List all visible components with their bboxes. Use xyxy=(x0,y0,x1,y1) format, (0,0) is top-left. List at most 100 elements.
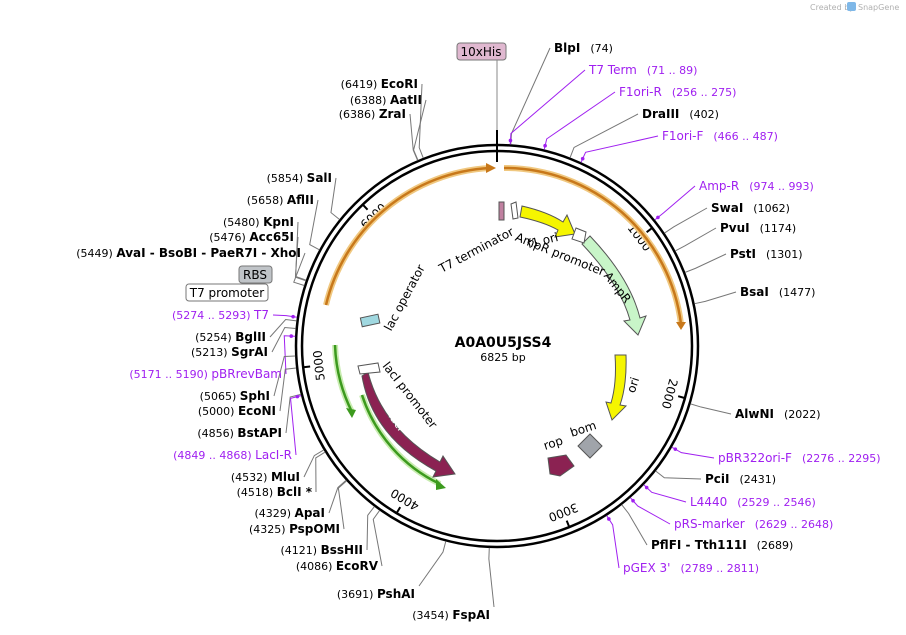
right-label-l4440[interactable]: L4440(2529 .. 2546) xyxy=(690,495,816,509)
right-label-amp-r[interactable]: Amp-R(974 .. 993) xyxy=(699,179,814,193)
left-label-acc65i[interactable]: (5476) Acc65I xyxy=(209,230,294,244)
left-label-ecorv[interactable]: (4086) EcoRV xyxy=(296,559,379,573)
leader-sali xyxy=(330,177,340,220)
right-label-alwni[interactable]: AlwNI(2022) xyxy=(735,407,821,421)
leader-laci-r xyxy=(289,395,302,456)
rop-arrow[interactable] xyxy=(547,454,575,477)
right-label-psti[interactable]: PstI(1301) xyxy=(730,247,803,261)
leader-draiii xyxy=(569,113,639,158)
left-label-avai-bsobi-paer7i-xhoi[interactable]: (5449) AvaI - BsoBI - PaeR7I - XhoI xyxy=(76,246,301,260)
ampr-promoter-arrow[interactable] xyxy=(571,227,587,244)
ori-arrow[interactable] xyxy=(605,354,628,421)
right-label-t7-term[interactable]: T7 Term(71 .. 89) xyxy=(588,63,697,77)
bom-box[interactable] xyxy=(577,433,603,459)
left-label-mlui[interactable]: (4532) MluI xyxy=(231,470,300,484)
left-label-apai[interactable]: (4329) ApaI xyxy=(254,506,325,520)
primer-mark-t7 xyxy=(291,314,295,319)
left-label-sphi[interactable]: (5065) SphI xyxy=(200,389,270,403)
primer-mark-amp-r xyxy=(656,215,660,220)
leader-econi xyxy=(279,367,297,412)
t7-promoter-tag-label: T7 promoter xyxy=(189,286,265,300)
leader-pbr322ori-f xyxy=(671,446,715,459)
leader-pvui xyxy=(674,227,717,252)
credit-prefix: Created by xyxy=(810,3,854,12)
tick-1000 xyxy=(646,226,654,233)
left-label-sali[interactable]: (5854) SalI xyxy=(267,171,332,185)
left-label-t7[interactable]: (5274 .. 5293) T7 xyxy=(172,308,269,322)
left-label-aatii[interactable]: (6388) AatII xyxy=(350,93,422,107)
left-label-bstapi[interactable]: (4856) BstAPI xyxy=(197,426,282,440)
right-label-draiii[interactable]: DraIII(402) xyxy=(642,107,719,121)
leader-zrai xyxy=(409,113,419,161)
bottom-site-labels: (3691) PshAI (3454) FspAI xyxy=(337,587,490,622)
primer-mark-pbrrevbam xyxy=(289,334,294,338)
right-label-pbr322ori-f[interactable]: pBR322ori-F(2276 .. 2295) xyxy=(718,451,881,465)
right-label-pcii[interactable]: PciI(2431) xyxy=(705,472,776,486)
leader-pcii xyxy=(655,470,702,480)
left-label-bglii[interactable]: (5254) BglII xyxy=(195,330,266,344)
ampr-arrow[interactable] xyxy=(581,235,647,336)
left-label-ecori[interactable]: (6419) EcoRI xyxy=(341,77,418,91)
left-label-pbrrevbam[interactable]: (5171 .. 5190) pBRrevBam xyxy=(129,367,282,381)
bottom-label-fspai[interactable]: (3454) FspAI xyxy=(412,608,490,622)
leader-aflii xyxy=(309,199,320,251)
left-site-labels: (6419) EcoRI (6388) AatII(6386) ZraI (5854… xyxy=(76,77,422,573)
leader-pshai xyxy=(418,541,447,587)
left-label-aflii[interactable]: (5658) AflII xyxy=(247,193,314,207)
bottom-label-pshai[interactable]: (3691) PshAI xyxy=(337,587,415,601)
right-label-swai[interactable]: SwaI(1062) xyxy=(711,201,790,215)
leader-lines xyxy=(269,47,737,608)
left-label-kpni[interactable]: (5480) KpnI xyxy=(223,215,294,229)
tick-2000 xyxy=(677,395,687,400)
leader-bcli xyxy=(315,451,326,493)
tick-label-2000: 2000 xyxy=(659,377,681,410)
arc-orange-right-head xyxy=(676,322,686,330)
right-label-f1ori-f[interactable]: F1ori-F(466 .. 487) xyxy=(662,129,778,143)
leader-bglii xyxy=(269,319,297,338)
rop-label: rop xyxy=(542,433,565,452)
f1-ori-arrow[interactable] xyxy=(519,205,576,238)
his-tag-label: 10xHis xyxy=(461,45,502,59)
arc-orange-left xyxy=(324,166,491,306)
rbs-tag-label: RBS xyxy=(243,268,267,282)
left-label-sgrai[interactable]: (5213) SgrAI xyxy=(191,345,268,359)
right-label-pgex-3[interactable]: pGEX 3'(2789 .. 2811) xyxy=(623,561,759,575)
rbs-tag-box[interactable] xyxy=(238,265,273,284)
left-label-bsshii[interactable]: (4121) BssHII xyxy=(281,543,363,557)
right-label-bsai[interactable]: BsaI(1477) xyxy=(740,285,815,299)
credit-brand: SnapGene xyxy=(858,3,899,12)
t7-promoter-tag-box[interactable] xyxy=(185,283,269,302)
leader-ecori xyxy=(418,83,424,159)
left-label-econi[interactable]: (5000) EcoNI xyxy=(198,404,276,418)
leader-avai-bsobi-paer7i-xhoi xyxy=(293,252,306,287)
laci-promoter-arrow[interactable] xyxy=(357,362,381,375)
his-tag-box[interactable] xyxy=(456,42,507,61)
tick-label-5000: 5000 xyxy=(310,350,327,382)
laci-arrow[interactable] xyxy=(361,371,456,478)
left-label-bcli[interactable]: (4518) BclI * xyxy=(237,485,313,499)
left-label-pspomi[interactable]: (4325) PspOMI xyxy=(249,522,340,536)
right-label-blpi[interactable]: BlpI(74) xyxy=(554,41,613,55)
primer-mark-l4440 xyxy=(644,485,649,490)
leader-t7-term xyxy=(509,69,586,145)
lac-operator-box[interactable] xyxy=(359,313,381,328)
right-label-prs-marker[interactable]: pRS-marker(2629 .. 2648) xyxy=(674,517,833,531)
tick-label-3000: 3000 xyxy=(547,500,581,524)
leader-fspai xyxy=(488,547,495,608)
right-label-pflfi-tth111i[interactable]: PflFI - Tth111I(2689) xyxy=(651,538,793,552)
left-label-zrai[interactable]: (6386) ZraI xyxy=(339,107,406,121)
t7-terminator-small-box[interactable] xyxy=(510,201,519,220)
leader-alwni xyxy=(690,403,732,415)
tick-4000 xyxy=(395,506,402,515)
left-label-laci-r[interactable]: (4849 .. 4868) LacI-R xyxy=(173,448,292,462)
bom-label: bom xyxy=(568,418,598,440)
leader-sgrai xyxy=(271,327,296,353)
leader-bsai xyxy=(694,291,737,305)
right-label-pvui[interactable]: PvuI(1174) xyxy=(720,221,796,235)
right-label-f1ori-r[interactable]: F1ori-R(256 .. 275) xyxy=(619,85,736,99)
t7-terminator-box[interactable] xyxy=(498,201,505,221)
tick-label-4000: 4000 xyxy=(388,486,421,514)
